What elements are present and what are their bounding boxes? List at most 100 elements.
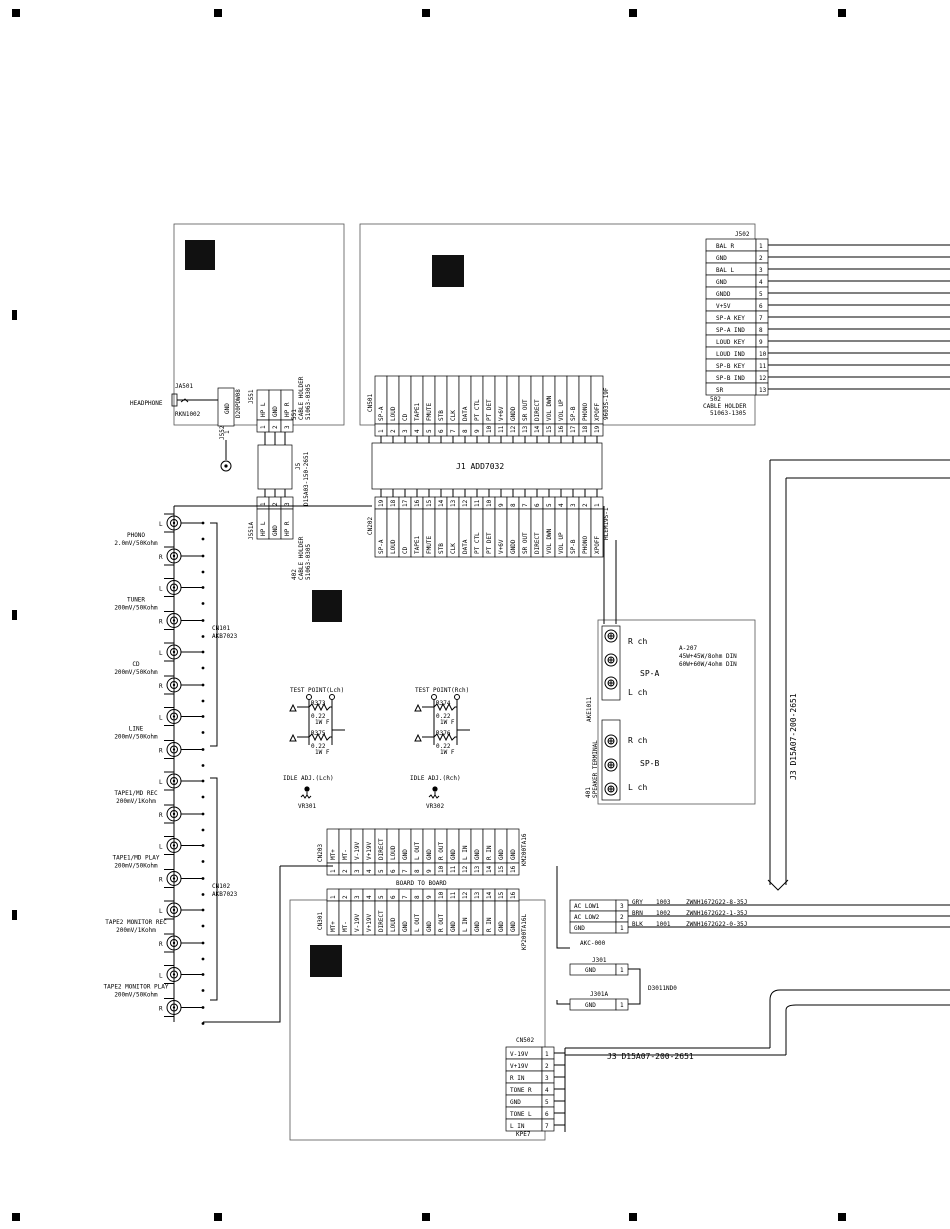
- cn502-pin-label: TONE R: [510, 1087, 532, 1094]
- speaker-a-r-ch: R ch: [628, 637, 647, 646]
- channel-label: L: [159, 908, 163, 915]
- connector-pin-label: LOUD: [390, 845, 397, 860]
- ac-pin-number: 1: [620, 925, 624, 932]
- ac-pin-number: 2: [620, 914, 624, 921]
- j552-box: [217, 387, 235, 427]
- connector-pin-label: MT+: [330, 921, 337, 932]
- j502-pin-number: 10: [759, 351, 767, 358]
- cn502-pin-label: TONE L: [510, 1111, 532, 1118]
- cn202-section: 19SP-A18LOUD17CD16TAPE115FMUTE14STB13CLK…: [367, 496, 610, 558]
- cn501-part: 9603S-19F: [603, 387, 610, 420]
- connector-pin-label: DIRECT: [534, 399, 541, 421]
- connector-pin-label: GND: [510, 921, 517, 932]
- connector-pin-label: DIRECT: [378, 910, 385, 932]
- connector-pin-label: XPOFF: [594, 403, 601, 421]
- connector-pin-label: SP-A: [378, 539, 385, 554]
- connector-pin-number: 8: [414, 895, 421, 899]
- j301a-pin-no: 1: [620, 1002, 624, 1009]
- j502-pin-label: GND: [716, 255, 727, 262]
- connector-pin-number: 6: [390, 869, 397, 873]
- connector-pin-label: GND: [450, 849, 457, 860]
- speaker-b-l-ch: L ch: [628, 783, 647, 792]
- vr301-label: VR301: [298, 803, 316, 810]
- connector-pin-number: 15: [426, 499, 433, 507]
- connector-pin-label: SR OUT: [522, 532, 529, 554]
- input-group-name: TUNER: [127, 597, 145, 604]
- wire-part: ZWNH1672G22-0-35J: [686, 921, 747, 928]
- connector-pin-label: HP R: [284, 402, 291, 417]
- connector-pin-label: SP-B: [570, 406, 577, 421]
- channel-label: L: [159, 586, 163, 593]
- j1-section: J1 ADD7032: [371, 436, 603, 497]
- connector-pin-label: L IN: [462, 917, 469, 932]
- registration-mark: [214, 1213, 222, 1221]
- cn502-pin-number: 3: [545, 1075, 549, 1082]
- connector-pin-number: 1: [378, 429, 385, 433]
- connector-pin-label: SR OUT: [522, 399, 529, 421]
- connector-pin-label: GNDD: [510, 406, 517, 421]
- input-group-spec: 200mV/50Kohm: [114, 992, 158, 999]
- channel-label: R: [159, 1006, 163, 1013]
- connector-pin-label: L OUT: [414, 914, 421, 932]
- j502-pin-number: 1: [759, 243, 763, 250]
- connector-pin-number: 3: [402, 429, 409, 433]
- amp-spec-2: 60W+60W/4ohm DIN: [679, 661, 737, 668]
- registration-mark: [12, 1213, 20, 1221]
- resistor-rating: 1W F: [315, 749, 330, 756]
- connector-pin-number: 5: [426, 429, 433, 433]
- cn502-pin-number: 5: [545, 1099, 549, 1106]
- resistor-ref: R376: [436, 730, 451, 737]
- cn203-part: KM200TA16: [521, 833, 528, 866]
- connector-pin-number: 2: [390, 429, 397, 433]
- input-group-name: PHONO: [127, 532, 145, 539]
- ac-pin-number: 3: [620, 903, 624, 910]
- connector-pin-label: CLK: [450, 543, 457, 554]
- input-group-spec: 200mV/50Kohm: [114, 605, 158, 612]
- cn101-part: AKB7023: [212, 633, 238, 640]
- connector-pin-number: 1: [594, 503, 601, 507]
- connector-pin-number: 19: [378, 499, 385, 507]
- connector-pin-label: VOL DWN: [546, 528, 553, 554]
- speaker-terminal-icon: [604, 653, 618, 667]
- wire-color: BRN: [632, 910, 643, 917]
- connector-pin-number: 7: [522, 503, 529, 507]
- registration-mark: [838, 1213, 846, 1221]
- j502-pin-number: 2: [759, 255, 763, 262]
- registration-mark: [12, 9, 20, 17]
- connector-pin-number: 12: [462, 499, 469, 507]
- connector-pin-number: 1: [260, 502, 267, 506]
- connector-pin-number: 8: [414, 869, 421, 873]
- connector-pin-number: 16: [510, 891, 517, 899]
- headphone-block-marker: [185, 240, 215, 270]
- connector-pin-label: GND: [474, 921, 481, 932]
- registration-mark: [629, 9, 637, 17]
- registration-mark: [838, 9, 846, 17]
- connector-pin-label: TAPE1: [414, 536, 421, 554]
- connector-pin-number: 14: [486, 865, 493, 873]
- cn202-part: HLEM19S-1: [603, 507, 610, 540]
- vr302-label: VR302: [426, 803, 444, 810]
- cn502-pin-number: 7: [545, 1123, 549, 1130]
- cn502-pin-number: 4: [545, 1087, 549, 1094]
- j551-ref: J551: [248, 389, 255, 404]
- j502-pin-number: 9: [759, 339, 763, 346]
- input-group-spec: 200mV/50Kohm: [114, 863, 158, 870]
- connector-pin-label: GND: [474, 849, 481, 860]
- connector-pin-label: PHONO: [582, 536, 589, 554]
- j1-label: J1 ADD7032: [456, 462, 504, 471]
- channel-label: L: [159, 844, 163, 851]
- cn501-connector: SP-A1LOUD2CD3TAPE14FMUTE5STB6CLK7DATA8PT…: [374, 375, 604, 437]
- connector-pin-label: LOUD: [390, 917, 397, 932]
- connector-pin-number: 9: [474, 429, 481, 433]
- j552-ref: J552: [219, 425, 226, 440]
- connector-pin-number: 18: [582, 425, 589, 433]
- cn501-section: SP-A1LOUD2CD3TAPE14FMUTE5STB6CLK7DATA8PT…: [367, 375, 610, 437]
- resistor-rating: 1W F: [440, 749, 455, 756]
- registration-mark: [12, 310, 17, 320]
- j1-box: [371, 442, 603, 490]
